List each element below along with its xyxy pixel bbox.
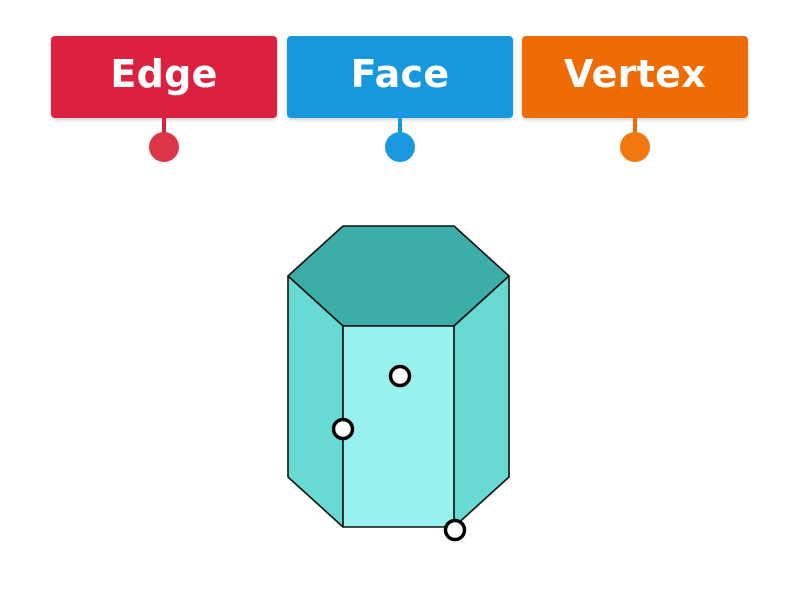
drop-target-face[interactable] [388, 364, 412, 388]
label-card-vertex-text: Vertex [563, 52, 707, 96]
label-card-face-text: Face [350, 52, 450, 96]
prism-front-face [342, 325, 455, 528]
label-card-face[interactable]: Face [287, 36, 513, 118]
label-card-edge[interactable]: Edge [51, 36, 277, 118]
drop-target-edge[interactable] [331, 417, 355, 441]
label-pin-edge[interactable] [149, 132, 179, 162]
label-card-edge-text: Edge [110, 52, 218, 96]
drop-target-vertex[interactable] [443, 518, 467, 542]
label-card-vertex[interactable]: Vertex [522, 36, 748, 118]
label-pin-stem-face [398, 118, 402, 140]
label-pin-stem-vertex [633, 118, 637, 140]
label-pin-face[interactable] [385, 132, 415, 162]
label-pin-stem-edge [162, 118, 166, 140]
label-pin-vertex[interactable] [620, 132, 650, 162]
